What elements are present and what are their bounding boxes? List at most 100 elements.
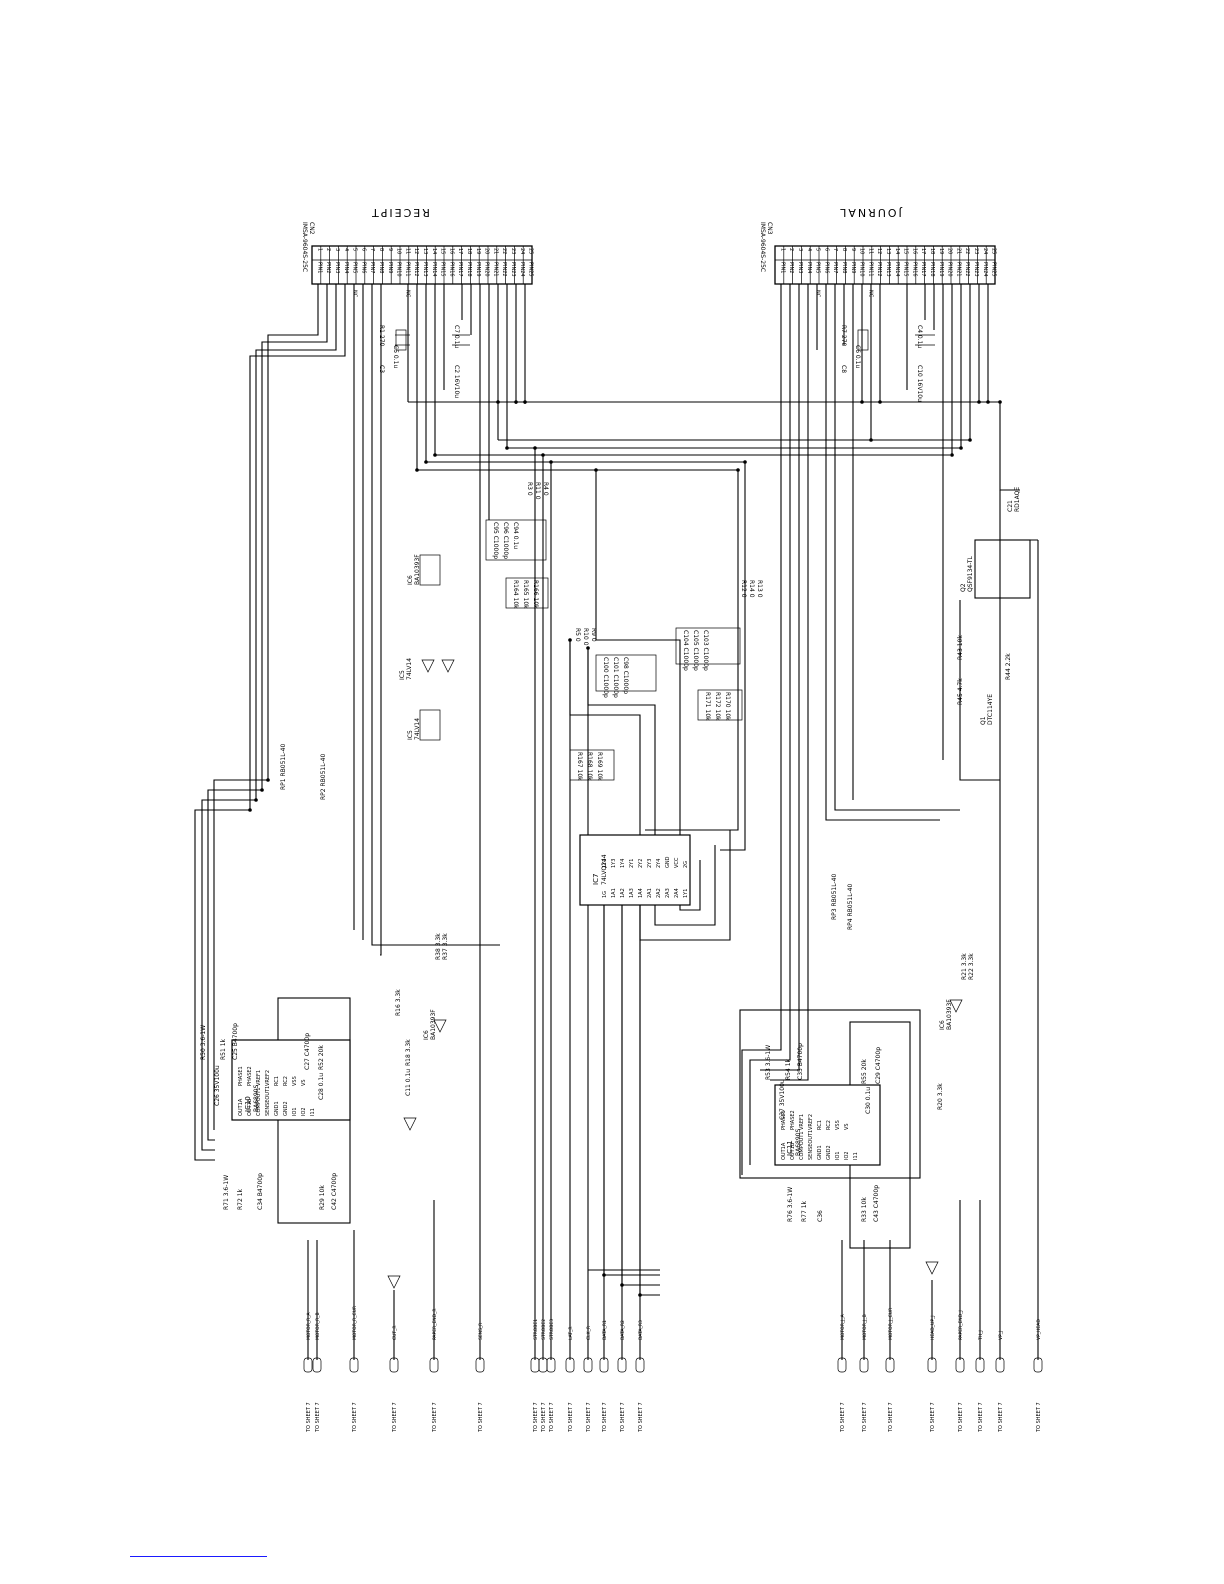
ic6-r-ref: IC6 bbox=[423, 1030, 430, 1040]
receipt-pin-number: 8 bbox=[378, 248, 384, 251]
sheet-ref-label: TO SHEET 7 bbox=[541, 1402, 547, 1433]
port-connector bbox=[389, 1357, 399, 1373]
ic11-pin-label: RC1 bbox=[817, 1120, 823, 1130]
receipt-pin-label: PIN21 bbox=[492, 262, 498, 277]
junction-dot bbox=[878, 400, 882, 404]
ic7-pin-label: GND bbox=[665, 856, 671, 868]
ic11-pin-label: VS bbox=[844, 1123, 850, 1130]
sheet-ref-label: TO SHEET 7 bbox=[568, 1402, 574, 1433]
r1-label: R1 270 bbox=[378, 325, 385, 347]
ic7-pin-label: 2A4 bbox=[674, 888, 680, 898]
receipt-pin-number: 3 bbox=[334, 248, 340, 251]
port-label-left: MOTOR_R_A bbox=[306, 1312, 312, 1340]
receipt-pin-number: 17 bbox=[457, 248, 463, 254]
journal-part: IMSA-9604S-25C bbox=[759, 222, 766, 272]
junction-dot bbox=[260, 788, 264, 792]
journal-pin-label: PIN5 bbox=[815, 262, 821, 273]
sheet-ref-label: TO SHEET 7 bbox=[478, 1402, 484, 1433]
ic5-top-gates: IC5 74LV14 IC5 74LV14 bbox=[399, 658, 441, 741]
junction-dot bbox=[743, 460, 747, 464]
receipt-pin-label: PIN11 bbox=[404, 262, 410, 277]
cap-bank-c94: C95 C1000p C96 C1000p C94 0.1u bbox=[485, 519, 547, 561]
r33-label: R33 10k bbox=[861, 1197, 868, 1222]
ic7-part: 74LVQ244 bbox=[601, 854, 608, 885]
r3-label: R3 0 bbox=[526, 482, 533, 496]
r52-label: R52 20k bbox=[318, 1045, 325, 1070]
journal-pin-number: 21 bbox=[955, 248, 961, 254]
ic10-pin-label: VREF2 bbox=[265, 1070, 271, 1086]
ic11-pin-label: IO1 bbox=[835, 1151, 841, 1160]
port-connector bbox=[583, 1357, 593, 1373]
receipt-pin-number: 5 bbox=[352, 248, 358, 251]
rp1-label: RP1 RB051L-40 bbox=[280, 744, 287, 790]
inverter-gate bbox=[387, 1275, 401, 1289]
ic11-ref: IC11 bbox=[786, 1140, 794, 1156]
receipt-pin-label: PIN16 bbox=[448, 262, 454, 277]
journal-pin-number: 17 bbox=[920, 248, 926, 254]
receipt-nc-mark: NC bbox=[352, 290, 358, 298]
receipt-pin-label: PIN7 bbox=[369, 262, 375, 273]
ic7-pin-label: 2Y3 bbox=[647, 859, 653, 868]
r71-label: R71 3.6-1W bbox=[223, 1175, 230, 1210]
ic7-pin-label: 1Y3 bbox=[611, 859, 617, 868]
journal-pin-number: 14 bbox=[894, 248, 900, 254]
ic7-pin-label: 2G bbox=[683, 861, 689, 868]
junction-dots bbox=[248, 400, 1002, 1297]
junction-dot bbox=[977, 400, 981, 404]
journal-pin-number: 3 bbox=[797, 248, 803, 251]
q2-mosfet: Q2 QSF9134-TL R43 10k bbox=[957, 539, 1031, 660]
ic11-pin-label: PHASE2 bbox=[790, 1110, 796, 1130]
c101-label: C101 C1000p bbox=[612, 657, 619, 698]
sheet-ref-label: TO SHEET 7 bbox=[862, 1402, 868, 1433]
journal-pin-label: PIN10 bbox=[859, 262, 865, 277]
junction-dot bbox=[266, 778, 270, 782]
c26-label: C26 35V100u bbox=[214, 1065, 221, 1106]
sheet-ref-label: TO SHEET 7 bbox=[533, 1402, 539, 1433]
receipt-pin-number: 6 bbox=[360, 248, 366, 251]
port-connector bbox=[617, 1357, 627, 1373]
receipt-pin-number: 7 bbox=[369, 248, 375, 251]
c94-label: C94 0.1u bbox=[512, 522, 519, 549]
ic10-pin-label: RC1 bbox=[274, 1076, 280, 1086]
r164-label: R164 10k bbox=[512, 580, 519, 609]
c5-label: C5 0.1u bbox=[392, 345, 399, 368]
ic10-pin-label: RC2 bbox=[283, 1076, 289, 1086]
receipt-pin-label: PIN5 bbox=[352, 262, 358, 273]
port-label-right: HEAD_UP_J bbox=[930, 1315, 936, 1340]
sheet-ref-label: TO SHEET 7 bbox=[352, 1402, 358, 1433]
ic5-a-ref: IC5 bbox=[399, 670, 406, 680]
receipt-pin-number: 13 bbox=[422, 248, 428, 254]
journal-pin-label: PIN19 bbox=[938, 262, 944, 277]
junction-dot bbox=[586, 646, 590, 650]
ic6-journal-comparator: IC6 BA10393F R21 3.3k R22 3.3k R20 3.3k bbox=[937, 953, 975, 1110]
receipt-pin-number: 23 bbox=[510, 248, 516, 254]
journal-pin-number: 24 bbox=[982, 248, 988, 254]
resistor-bank-r170: R171 10k R172 10k R170 10k bbox=[697, 689, 743, 721]
sheet-ref-label: TO SHEET 7 bbox=[586, 1402, 592, 1433]
junction-dot bbox=[541, 453, 545, 457]
ic11-pin-label: GND1 bbox=[817, 1145, 823, 1160]
ic6-top-ref: IC6 bbox=[407, 575, 414, 585]
ic11-part: BA6890S bbox=[795, 1129, 802, 1156]
journal-pin-number: 15 bbox=[903, 248, 909, 254]
journal-pin-number: 13 bbox=[885, 248, 891, 254]
receipt-pin-number: 2 bbox=[325, 248, 331, 251]
r3-r11-r4-group: R3 0 R11 0 R4 0 bbox=[526, 482, 549, 500]
ic10-pin-label: SENSEOUT1 bbox=[265, 1086, 271, 1116]
journal-pin-number: 12 bbox=[876, 248, 882, 254]
receipt-pin-label: PIN12 bbox=[413, 262, 419, 277]
journal-pin-label: PIN12 bbox=[876, 262, 882, 277]
ic10-pin-label: VSS bbox=[292, 1076, 298, 1086]
junction-dot bbox=[514, 400, 518, 404]
junction-dot bbox=[594, 468, 598, 472]
ic7-ref: IC7 bbox=[592, 874, 600, 885]
receipt-pin-number: 25 bbox=[528, 248, 534, 254]
sheet-ref-label: TO SHEET 7 bbox=[315, 1402, 321, 1433]
receipt-pin-label: PIN14 bbox=[431, 262, 437, 277]
q1-ref: Q1 bbox=[980, 716, 987, 725]
r5-label: R5 0 bbox=[574, 628, 581, 642]
receipt-pin-number: 20 bbox=[484, 248, 490, 254]
